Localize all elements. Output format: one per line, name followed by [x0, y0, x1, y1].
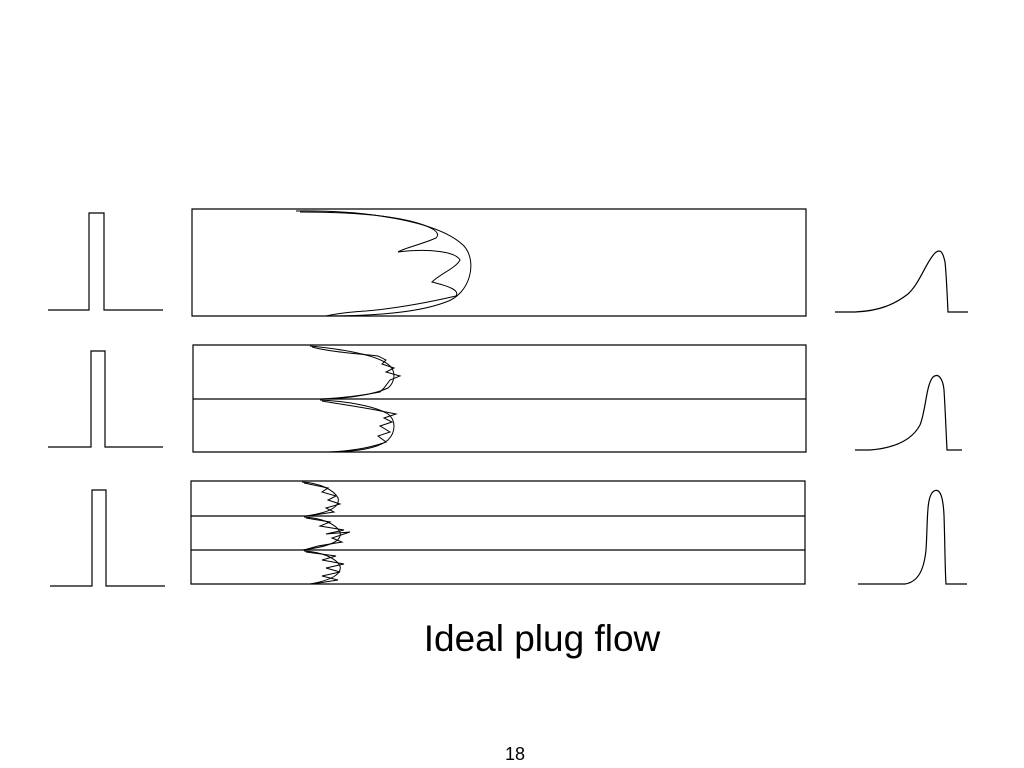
input-pulse-2: [48, 351, 163, 447]
caption: Ideal plug flow: [423, 618, 661, 659]
velocity-profile-2d: [322, 401, 396, 452]
velocity-profile-3c: [302, 517, 340, 550]
output-curve-2: [855, 375, 962, 450]
velocity-profile-3d: [304, 518, 350, 550]
velocity-profile-3f: [306, 552, 344, 584]
velocity-profile-1a: [296, 211, 471, 316]
velocity-profile-3b: [304, 483, 340, 516]
input-pulse-3: [50, 490, 165, 586]
velocity-profile-2c: [320, 400, 394, 452]
tube-3: [191, 481, 805, 584]
row-two-channel-tube: [48, 345, 962, 452]
row-single-tube: [48, 209, 968, 316]
tube-1: [192, 209, 806, 316]
velocity-profile-2b: [312, 347, 400, 399]
velocity-profile-3e: [304, 551, 340, 584]
input-pulse-1: [48, 213, 163, 310]
page-number: 18: [504, 744, 526, 764]
output-curve-1: [835, 251, 968, 312]
row-three-channel-tube: [50, 481, 967, 586]
velocity-profile-1b: [300, 212, 460, 316]
velocity-profile-3a: [302, 482, 338, 516]
output-curve-3: [858, 490, 967, 584]
